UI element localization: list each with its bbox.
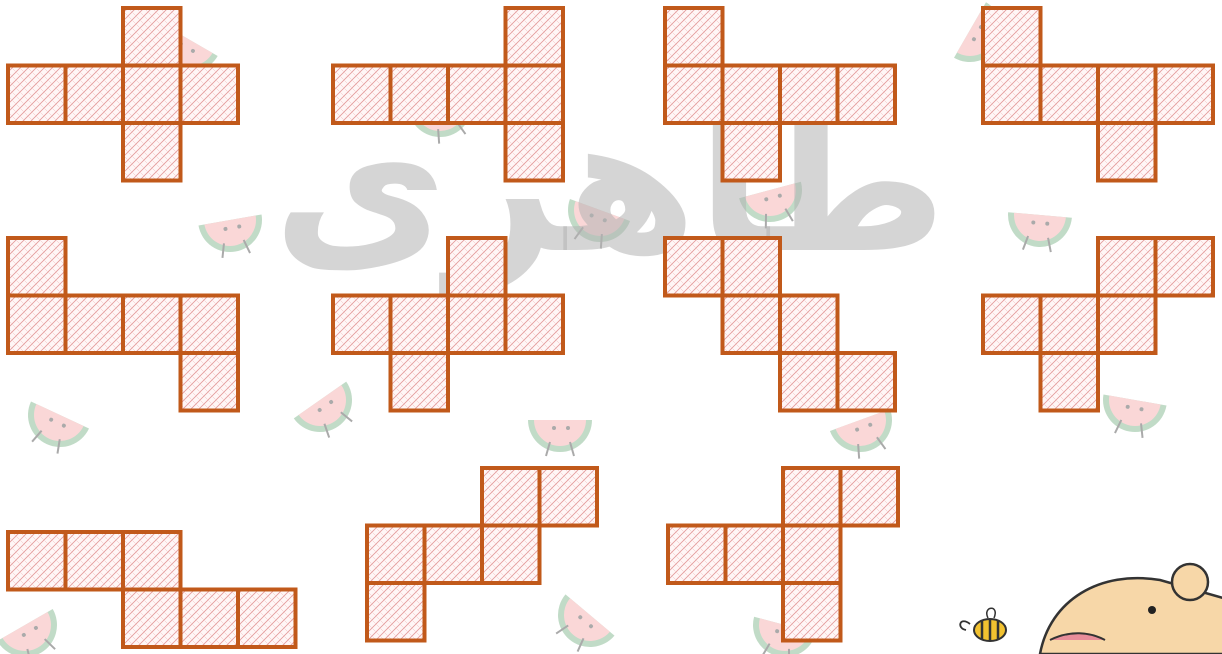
watermelon-icon bbox=[198, 214, 267, 261]
cube-net-4 bbox=[983, 8, 1213, 181]
net-square bbox=[1041, 66, 1099, 124]
net-square bbox=[391, 66, 449, 124]
net-square bbox=[425, 526, 483, 584]
net-square bbox=[1098, 238, 1156, 296]
net-square bbox=[665, 8, 723, 66]
net-square bbox=[448, 296, 506, 354]
bee-mascot-icon bbox=[960, 564, 1222, 654]
net-square bbox=[482, 468, 540, 526]
net-square bbox=[983, 8, 1041, 66]
watermelon-icon bbox=[16, 401, 89, 461]
net-square bbox=[780, 66, 838, 124]
watermelon-icon bbox=[830, 409, 902, 465]
watermelon-icon bbox=[294, 382, 367, 448]
net-square bbox=[482, 526, 540, 584]
net-square bbox=[506, 66, 564, 124]
net-square bbox=[238, 590, 296, 648]
watermelon-icon bbox=[542, 594, 614, 654]
net-square bbox=[723, 238, 781, 296]
net-square bbox=[181, 353, 239, 411]
net-square bbox=[66, 66, 124, 124]
net-square bbox=[983, 296, 1041, 354]
watermelon-icon bbox=[1005, 212, 1072, 253]
cube-net-5 bbox=[8, 238, 238, 411]
net-square bbox=[838, 353, 896, 411]
net-square bbox=[841, 468, 899, 526]
net-square bbox=[123, 123, 181, 181]
net-square bbox=[8, 296, 66, 354]
net-square bbox=[66, 532, 124, 590]
watermelon-icon bbox=[1097, 394, 1166, 441]
net-square bbox=[66, 296, 124, 354]
net-square bbox=[506, 8, 564, 66]
net-square bbox=[448, 66, 506, 124]
net-square bbox=[665, 66, 723, 124]
net-square bbox=[1098, 66, 1156, 124]
net-square bbox=[8, 532, 66, 590]
net-square bbox=[181, 66, 239, 124]
net-square bbox=[783, 583, 841, 641]
net-square bbox=[983, 66, 1041, 124]
net-square bbox=[838, 66, 896, 124]
net-square bbox=[1156, 238, 1214, 296]
net-square bbox=[506, 123, 564, 181]
net-square bbox=[391, 353, 449, 411]
net-square bbox=[1041, 353, 1099, 411]
net-square bbox=[8, 66, 66, 124]
net-square bbox=[726, 526, 784, 584]
net-square bbox=[1156, 66, 1214, 124]
net-square bbox=[123, 296, 181, 354]
watermelon-icon bbox=[528, 420, 592, 456]
net-square bbox=[391, 296, 449, 354]
cube-net-11 bbox=[668, 468, 898, 641]
net-square bbox=[780, 296, 838, 354]
cube-net-1 bbox=[8, 8, 238, 181]
net-square bbox=[367, 526, 425, 584]
net-square bbox=[506, 296, 564, 354]
net-square bbox=[123, 8, 181, 66]
net-square bbox=[333, 66, 391, 124]
net-square bbox=[780, 353, 838, 411]
net-square bbox=[783, 468, 841, 526]
watermelon-icon bbox=[0, 609, 71, 654]
net-square bbox=[665, 238, 723, 296]
net-square bbox=[723, 296, 781, 354]
net-square bbox=[1041, 296, 1099, 354]
net-square bbox=[1098, 123, 1156, 181]
net-square bbox=[333, 296, 391, 354]
net-square bbox=[1098, 296, 1156, 354]
net-square bbox=[668, 526, 726, 584]
cube-net-8 bbox=[983, 238, 1213, 411]
net-square bbox=[783, 526, 841, 584]
net-square bbox=[367, 583, 425, 641]
net-square bbox=[123, 532, 181, 590]
net-square bbox=[123, 590, 181, 648]
net-square bbox=[723, 123, 781, 181]
net-square bbox=[8, 238, 66, 296]
net-square bbox=[181, 296, 239, 354]
net-square bbox=[540, 468, 598, 526]
net-square bbox=[448, 238, 506, 296]
net-square bbox=[723, 66, 781, 124]
net-square bbox=[181, 590, 239, 648]
net-square bbox=[123, 66, 181, 124]
